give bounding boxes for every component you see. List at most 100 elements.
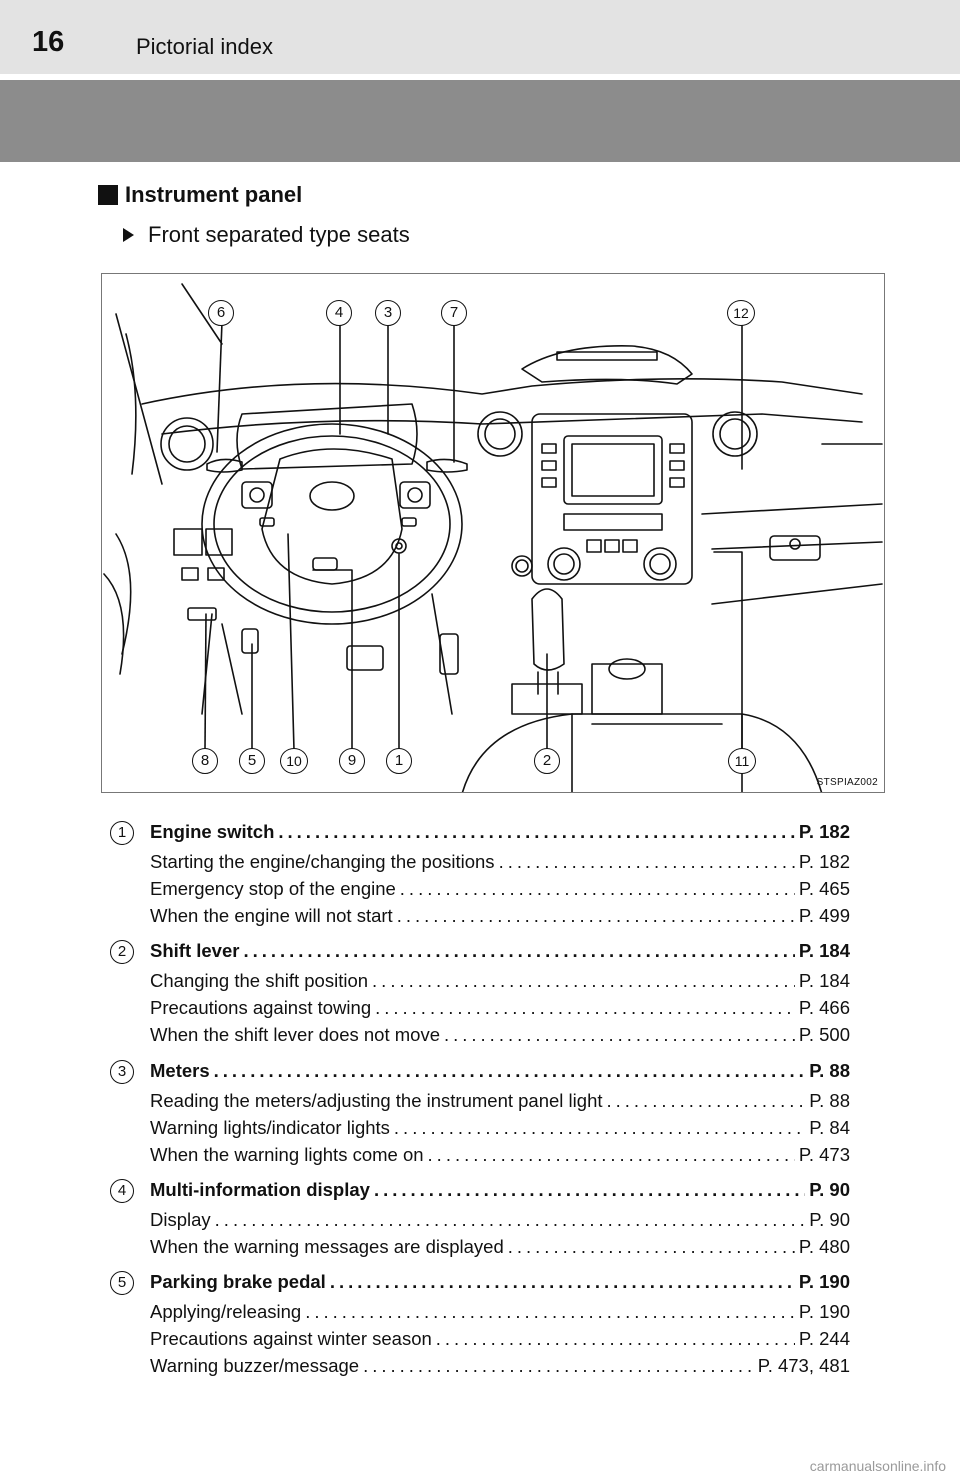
leader-dots: ........................................…: [243, 940, 794, 961]
dashboard-drawing: [103, 283, 883, 792]
page-reference: P. 480: [798, 1236, 850, 1257]
callout-7: 7: [441, 300, 467, 326]
item-label: Reading the meters/adjusting the instrum…: [150, 1090, 603, 1111]
entry-title: Parking brake pedal: [150, 1271, 326, 1292]
page-reference: P. 88: [809, 1090, 850, 1111]
entry-title-line[interactable]: Meters..................................…: [150, 1060, 850, 1082]
leader-dots: ........................................…: [606, 1090, 806, 1111]
page-header: [0, 0, 960, 74]
page-reference: P. 190: [798, 1301, 850, 1322]
item-label: When the warning messages are displayed: [150, 1236, 504, 1257]
callout-9: 9: [339, 748, 365, 774]
entry-item[interactable]: Display.................................…: [150, 1209, 850, 1231]
page-reference: P. 466: [798, 997, 850, 1018]
entry-number: 3: [110, 1060, 134, 1084]
entry-title: Shift lever: [150, 940, 240, 961]
entry-title: Meters: [150, 1060, 210, 1081]
entry-item[interactable]: Starting the engine/changing the positio…: [150, 851, 850, 873]
callout-6: 6: [208, 300, 234, 326]
leader-dots: ........................................…: [278, 821, 795, 842]
entry-item[interactable]: Warning lights/indicator lights.........…: [150, 1117, 850, 1139]
entry-title-line[interactable]: Parking brake pedal.....................…: [150, 1271, 850, 1293]
leader-dots: ........................................…: [399, 878, 795, 899]
entry-item[interactable]: Emergency stop of the engine............…: [150, 878, 850, 900]
entry-item[interactable]: Applying/releasing......................…: [150, 1301, 850, 1323]
triangle-bullet-icon: [123, 228, 134, 242]
page-number: 16: [32, 26, 65, 58]
entry-number: 4: [110, 1179, 134, 1203]
item-label: Applying/releasing: [150, 1301, 302, 1322]
item-label: When the engine will not start: [150, 905, 393, 926]
section-heading: Instrument panel: [98, 182, 302, 208]
square-bullet-icon: [98, 185, 118, 205]
leader-dots: ........................................…: [498, 851, 795, 872]
leader-dots: ........................................…: [375, 997, 795, 1018]
entry-title-line[interactable]: Engine switch...........................…: [150, 821, 850, 843]
leader-dots: ........................................…: [214, 1209, 806, 1230]
leader-dots: ........................................…: [393, 1117, 806, 1138]
entry-item[interactable]: Changing the shift position.............…: [150, 970, 850, 992]
page-reference: P. 190: [798, 1271, 850, 1292]
page-reference: P. 84: [809, 1117, 850, 1138]
item-label: When the warning lights come on: [150, 1144, 424, 1165]
item-label: When the shift lever does not move: [150, 1024, 440, 1045]
leader-dots: ........................................…: [427, 1144, 795, 1165]
callout-3: 3: [375, 300, 401, 326]
callout-12: 12: [727, 300, 755, 326]
callout-10: 10: [280, 748, 308, 774]
callout-8: 8: [192, 748, 218, 774]
page-reference: P. 184: [798, 970, 850, 991]
leader-dots: ........................................…: [305, 1301, 795, 1322]
page-reference: P. 88: [809, 1060, 850, 1081]
page-reference: P. 182: [798, 821, 850, 842]
leader-dots: ........................................…: [443, 1024, 795, 1045]
entry-title-line[interactable]: Multi-information display...............…: [150, 1179, 850, 1201]
page-reference: P. 465: [798, 878, 850, 899]
item-label: Precautions against winter season: [150, 1328, 432, 1349]
callout-1: 1: [386, 748, 412, 774]
heading-text: Instrument panel: [125, 182, 303, 207]
page-reference: P. 90: [809, 1179, 850, 1200]
entry-item[interactable]: Warning buzzer/message..................…: [150, 1355, 850, 1377]
entry-number: 1: [110, 821, 134, 845]
item-label: Warning buzzer/message: [150, 1355, 360, 1376]
leader-dots: ........................................…: [329, 1271, 795, 1292]
page-reference: P. 473, 481: [757, 1355, 850, 1376]
item-label: Emergency stop of the engine: [150, 878, 396, 899]
entry-number: 2: [110, 940, 134, 964]
callout-5: 5: [239, 748, 265, 774]
item-label: Starting the engine/changing the positio…: [150, 851, 495, 872]
entry-item[interactable]: When the engine will not start..........…: [150, 905, 850, 927]
entry-title: Engine switch: [150, 821, 275, 842]
entry-item[interactable]: Reading the meters/adjusting the instrum…: [150, 1090, 850, 1112]
item-label: Display: [150, 1209, 211, 1230]
figure-code: STSPIAZ002: [816, 777, 878, 788]
page-reference: P. 473: [798, 1144, 850, 1165]
item-label: Warning lights/indicator lights: [150, 1117, 390, 1138]
subheading-text: Front separated type seats: [148, 222, 410, 247]
entry-title: Multi-information display: [150, 1179, 370, 1200]
entry-item[interactable]: When the warning lights come on.........…: [150, 1144, 850, 1166]
entry-title-line[interactable]: Shift lever.............................…: [150, 940, 850, 962]
subheading: Front separated type seats: [123, 222, 410, 248]
entry-item[interactable]: When the shift lever does not move......…: [150, 1024, 850, 1046]
entry-item[interactable]: Precautions against winter season.......…: [150, 1328, 850, 1350]
page-reference: P. 182: [798, 851, 850, 872]
leader-dots: ........................................…: [363, 1355, 754, 1376]
page-reference: P. 90: [809, 1209, 850, 1230]
entry-number: 5: [110, 1271, 134, 1295]
leader-dots: ........................................…: [396, 905, 795, 926]
callout-4: 4: [326, 300, 352, 326]
callout-2: 2: [534, 748, 560, 774]
entry-item[interactable]: Precautions against towing..............…: [150, 997, 850, 1019]
item-label: Precautions against towing: [150, 997, 372, 1018]
page-reference: P. 499: [798, 905, 850, 926]
leader-dots: ........................................…: [435, 1328, 795, 1349]
page-reference: P. 184: [798, 940, 850, 961]
header-band: [0, 80, 960, 162]
callout-11: 11: [728, 748, 756, 774]
leader-dots: ........................................…: [372, 970, 795, 991]
leader-dots: ........................................…: [213, 1060, 806, 1081]
entry-item[interactable]: When the warning messages are displayed.…: [150, 1236, 850, 1258]
page-reference: P. 244: [798, 1328, 850, 1349]
